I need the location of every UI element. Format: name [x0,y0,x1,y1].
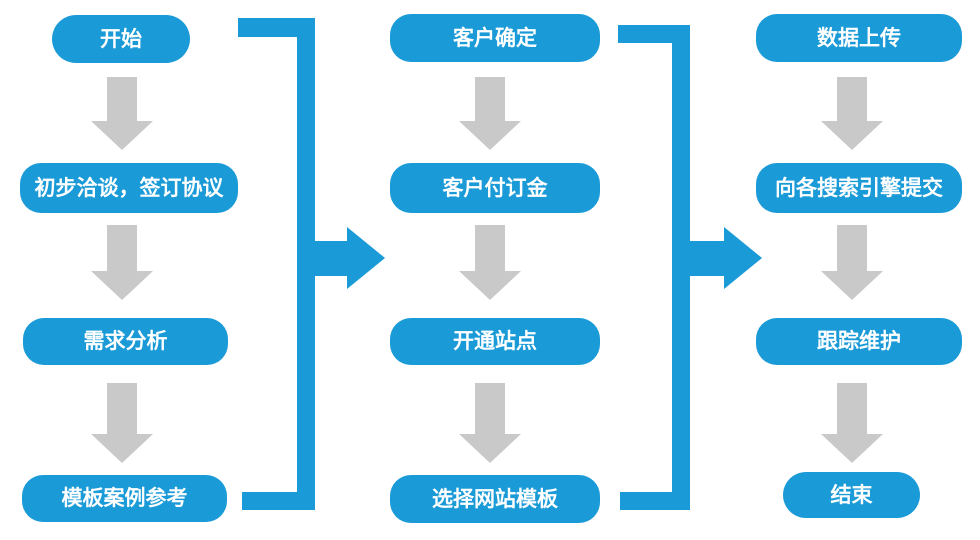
down-arrow-icon [459,383,521,463]
flow-node-deposit-label: 客户付订金 [442,176,548,200]
connector-vertical-bar [672,25,690,510]
right-arrow-shaft [685,241,725,276]
down-arrow-shaft [475,77,505,121]
down-arrow-head [91,121,153,150]
flow-node-customer-confirm-label: 客户确定 [453,26,537,50]
down-arrow-icon [821,383,883,463]
flow-node-track-maintain-label: 跟踪维护 [817,330,901,353]
down-arrow-shaft [107,383,137,434]
down-arrow-head [821,121,883,150]
flow-node-track-maintain: 跟踪维护 [756,318,962,365]
right-arrow-icon [724,227,762,289]
right-arrow-shaft [310,241,348,276]
down-arrow-icon [91,225,153,300]
down-arrow-icon [821,225,883,300]
flow-node-start: 开始 [52,15,190,63]
flow-node-negotiation: 初步洽谈，签订协议 [20,163,238,213]
flow-node-deposit: 客户付订金 [390,163,600,213]
down-arrow-head [459,434,521,463]
flow-node-data-upload: 数据上传 [756,14,962,62]
down-arrow-shaft [837,383,867,434]
flow-node-requirement-analysis: 需求分析 [23,318,228,365]
flow-node-open-site-label: 开通站点 [453,330,537,353]
connector-bottom-bar [620,492,690,510]
flow-node-end-label: 结束 [830,483,873,507]
flow-node-choose-template: 选择网站模板 [390,475,600,523]
down-arrow-icon [91,77,153,150]
down-arrow-icon [821,77,883,150]
down-arrow-head [91,434,153,463]
down-arrow-head [459,271,521,300]
down-arrow-shaft [837,225,867,271]
flow-node-submit-search-engines: 向各搜索引擎提交 [756,163,962,213]
flow-node-negotiation-label: 初步洽谈，签订协议 [34,176,224,200]
connector-top-bar [238,18,315,37]
flow-node-requirement-analysis-label: 需求分析 [83,330,168,353]
down-arrow-shaft [475,225,505,271]
down-arrow-icon [91,383,153,463]
flow-node-open-site: 开通站点 [390,318,600,365]
down-arrow-head [821,271,883,300]
flow-node-submit-search-engines-label: 向各搜索引擎提交 [775,176,943,200]
flow-node-template-reference: 模板案例参考 [22,475,227,522]
flow-node-end: 结束 [783,472,920,518]
down-arrow-head [91,271,153,300]
down-arrow-shaft [107,77,137,121]
down-arrow-head [821,434,883,463]
flow-node-choose-template-label: 选择网站模板 [432,487,558,511]
down-arrow-shaft [837,77,867,121]
flow-node-data-upload-label: 数据上传 [817,26,901,50]
right-arrow-icon [347,227,385,289]
flow-node-start-label: 开始 [100,27,142,51]
down-arrow-head [459,121,521,150]
down-arrow-icon [459,225,521,300]
down-arrow-icon [459,77,521,150]
connector-vertical-bar [297,18,315,510]
down-arrow-shaft [475,383,505,434]
flow-node-template-reference-label: 模板案例参考 [61,487,188,510]
flow-node-customer-confirm: 客户确定 [390,14,600,62]
connector-bottom-bar [242,492,315,510]
down-arrow-shaft [107,225,137,271]
